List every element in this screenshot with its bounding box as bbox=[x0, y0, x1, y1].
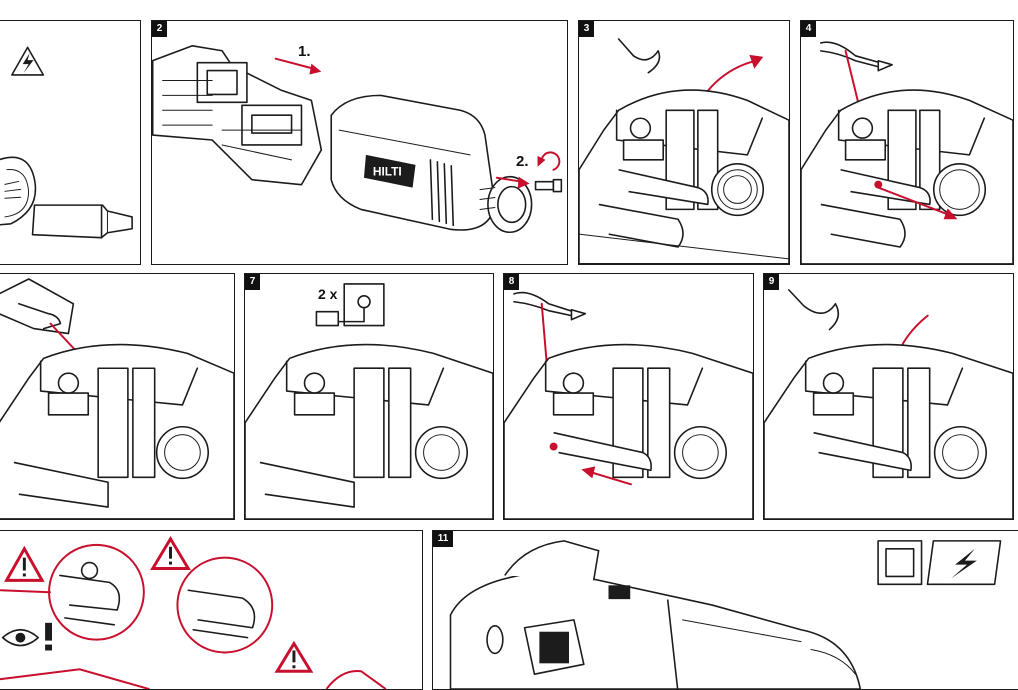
cleaning-illustration bbox=[0, 278, 234, 519]
step-8-badge: 8 bbox=[504, 274, 519, 290]
screw-icon bbox=[534, 178, 563, 193]
brush-holder-illustration bbox=[579, 38, 789, 264]
panel-6 bbox=[0, 273, 235, 520]
step-3-badge: 3 bbox=[579, 21, 594, 37]
brush-insert-illustration bbox=[245, 283, 493, 519]
double-insulation-icon bbox=[877, 540, 923, 586]
brand-logo: HILTI bbox=[373, 165, 402, 179]
panel-10 bbox=[0, 530, 423, 690]
pliers-icon bbox=[820, 41, 893, 72]
warning-triangle-icon bbox=[4, 545, 45, 582]
inspection-illustration bbox=[0, 536, 387, 689]
panel-3: 3 bbox=[578, 20, 790, 265]
brush-holder-illustration bbox=[504, 291, 753, 519]
motor-housing-illustration: HILTI bbox=[152, 45, 563, 234]
step-7-badge: 7 bbox=[245, 274, 260, 290]
panel-8: 8 bbox=[503, 273, 754, 520]
step-9-badge: 9 bbox=[764, 274, 779, 290]
electric-hazard-icon bbox=[11, 46, 45, 76]
motor-assembly bbox=[152, 45, 323, 186]
hook-tool-icon bbox=[617, 38, 661, 74]
panel-7: 7 2 x bbox=[244, 273, 494, 520]
motor-housing: HILTI bbox=[330, 94, 533, 234]
quantity-label: 2 x bbox=[318, 286, 338, 302]
step-1-label: 1. bbox=[298, 43, 311, 60]
brush-holder-illustration bbox=[801, 41, 1013, 264]
panel-4: 4 bbox=[800, 20, 1014, 265]
cloth-hand-icon bbox=[0, 278, 75, 335]
hook-tool-icon bbox=[788, 289, 840, 331]
eye-icon bbox=[1, 628, 39, 647]
panel-11: 11 bbox=[432, 530, 1018, 690]
warning-triangle-icon bbox=[150, 536, 191, 571]
rotate-arrow-icon bbox=[537, 151, 561, 171]
pliers-icon bbox=[513, 291, 587, 321]
panel-1 bbox=[0, 20, 141, 265]
step-2-label: 2. bbox=[516, 153, 529, 170]
reassembled-grinder-illustration bbox=[449, 540, 1002, 689]
step-2-badge: 2 bbox=[152, 21, 167, 37]
grinder-illustration bbox=[0, 46, 133, 239]
brush-holder-illustration bbox=[764, 289, 1013, 519]
lightning-icon bbox=[926, 540, 1002, 586]
warning-triangle-icon bbox=[274, 640, 314, 673]
exclamation-icon bbox=[45, 622, 53, 651]
step-11-badge: 11 bbox=[433, 531, 453, 547]
angle-grinder-icon bbox=[0, 156, 133, 239]
panel-9: 9 bbox=[763, 273, 1014, 520]
carbon-brush-icon bbox=[315, 283, 385, 327]
step-4-badge: 4 bbox=[801, 21, 816, 37]
panel-2: 2 1. 2. HILTI bbox=[151, 20, 568, 265]
